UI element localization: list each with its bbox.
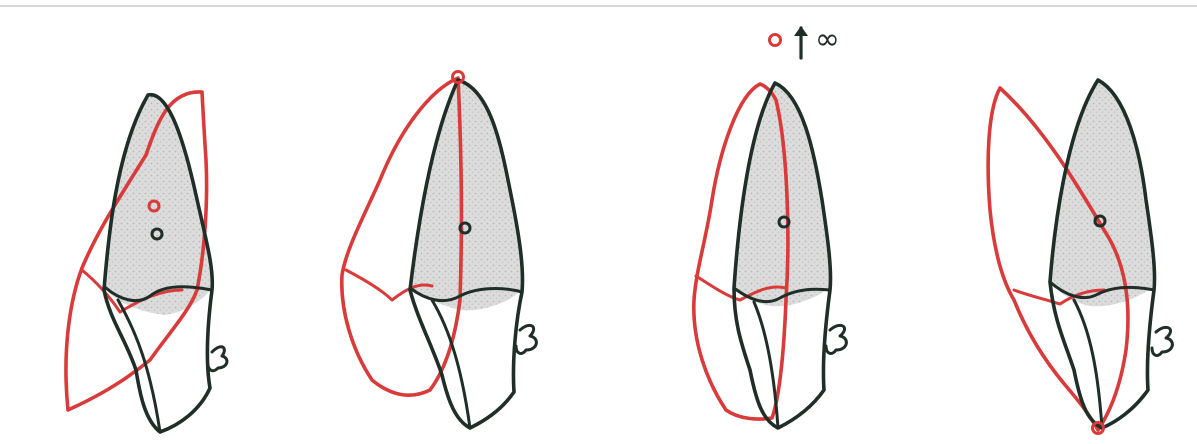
panel-3: ∞: [694, 22, 847, 428]
panel-4-shaded-crown: [1050, 80, 1153, 306]
panel-4-loop-mark: [1152, 327, 1172, 355]
panel-2-loop-mark: [516, 325, 536, 353]
panel-4: [988, 80, 1172, 434]
panel-1-dark-root-line: [118, 300, 160, 432]
up-arrow-icon: [794, 26, 808, 58]
panel-1: [66, 92, 227, 432]
panel-3-annotation: ∞: [770, 22, 841, 58]
panel-3-shaded-crown: [735, 83, 830, 306]
panel-4-dark-root-line: [1074, 300, 1102, 428]
annotation-red-circle: [770, 35, 781, 46]
panel-3-loop-mark: [826, 325, 846, 353]
infinity-symbol: ∞: [815, 22, 840, 57]
panel-2: [342, 72, 537, 429]
panel-2-shaded-crown: [410, 80, 522, 310]
panel-1-loop-mark: [208, 347, 227, 371]
